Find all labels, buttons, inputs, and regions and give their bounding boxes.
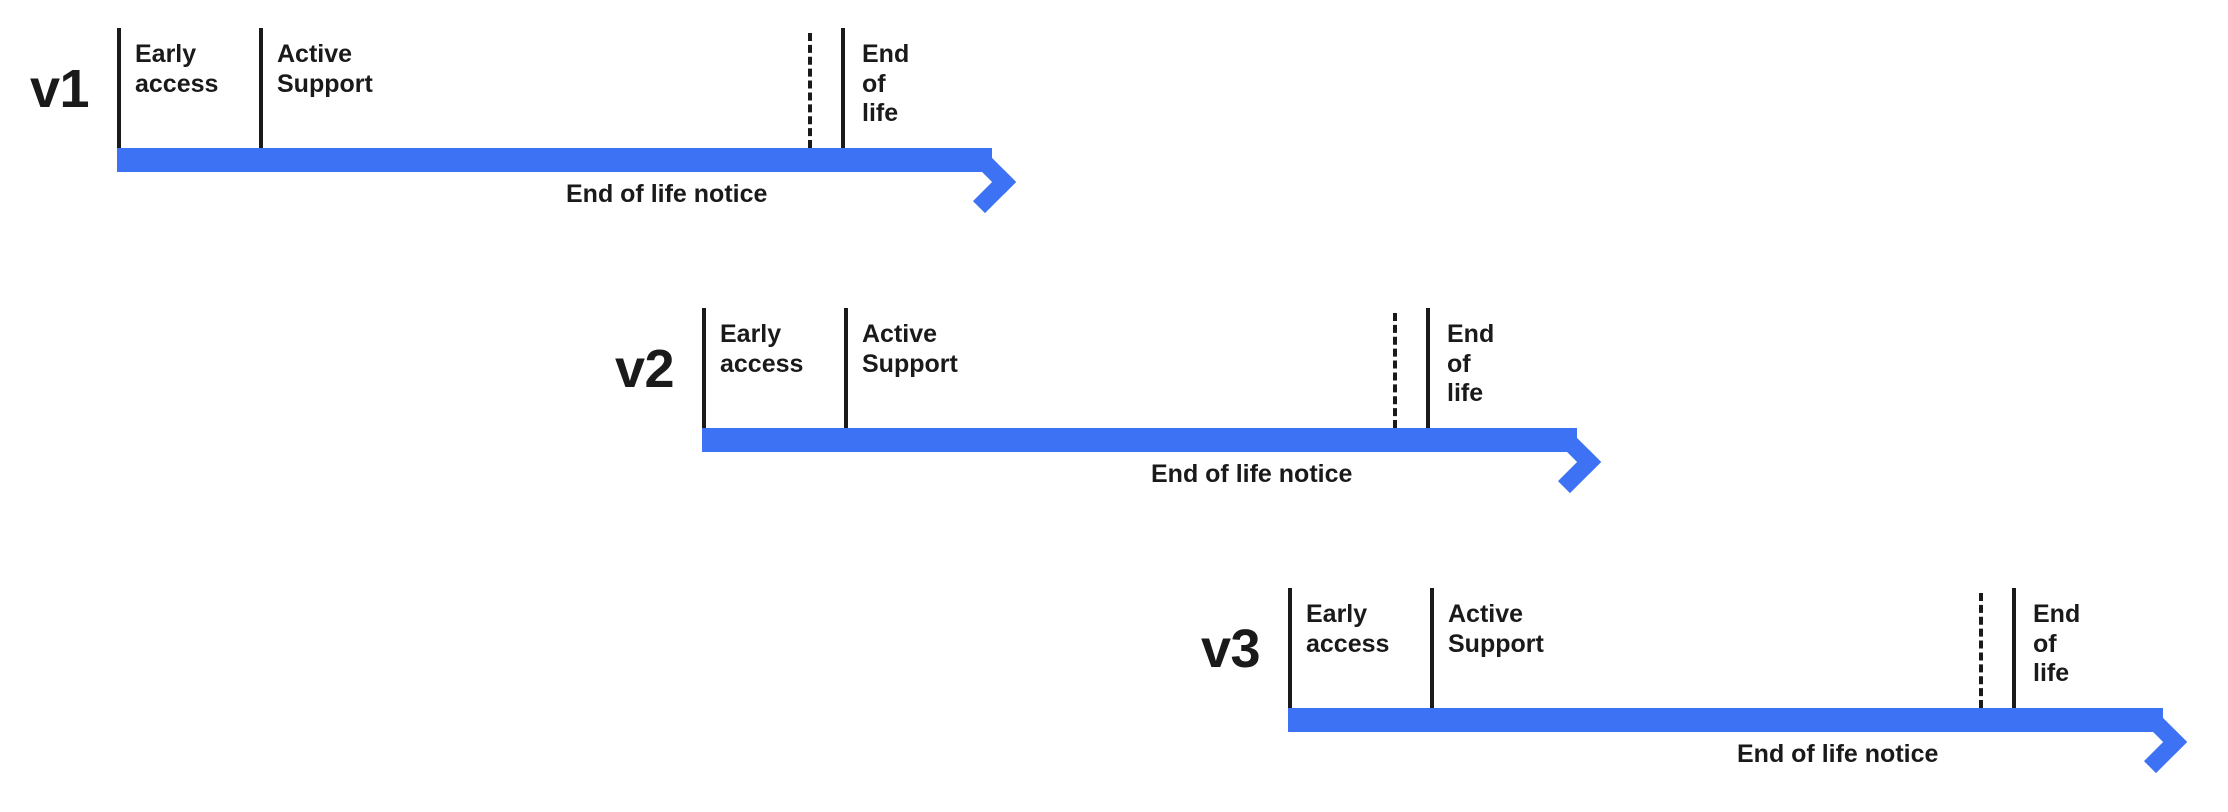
phase-label-end-of-life-v1: End of life: [862, 40, 910, 127]
notice-label-v2: End of life notice: [1151, 460, 1353, 488]
phase-label-active-support-v1: Active Support: [277, 40, 373, 98]
lifecycle-bar-v2: [702, 428, 1577, 452]
divider-early-access-start-v2: [702, 308, 706, 428]
version-label-v3: v3: [1201, 619, 1261, 679]
divider-active-support-start-v3: [1430, 588, 1434, 708]
lifecycle-bar-v3: [1288, 708, 2163, 732]
lifecycle-bar-v1: [117, 148, 992, 172]
divider-active-support-start-v2: [844, 308, 848, 428]
phase-label-end-of-life-v2: End of life: [1447, 320, 1495, 407]
divider-end-of-life-notice-v3: [1979, 593, 1983, 708]
phase-label-end-of-life-v3: End of life: [2033, 600, 2081, 687]
divider-end-of-life-start-v2: [1426, 308, 1430, 428]
phase-label-active-support-v3: Active Support: [1448, 600, 1544, 658]
version-label-v1: v1: [30, 59, 90, 119]
phase-label-early-access-v2: Early access: [720, 320, 804, 378]
notice-label-v1: End of life notice: [566, 180, 768, 208]
divider-end-of-life-start-v1: [841, 28, 845, 148]
phase-label-active-support-v2: Active Support: [862, 320, 958, 378]
phase-label-early-access-v1: Early access: [135, 40, 219, 98]
version-label-v2: v2: [615, 339, 675, 399]
divider-early-access-start-v1: [117, 28, 121, 148]
divider-active-support-start-v1: [259, 28, 263, 148]
divider-end-of-life-notice-v2: [1393, 313, 1397, 428]
divider-end-of-life-notice-v1: [808, 33, 812, 148]
divider-end-of-life-start-v3: [2012, 588, 2016, 708]
phase-label-early-access-v3: Early access: [1306, 600, 1390, 658]
divider-early-access-start-v3: [1288, 588, 1292, 708]
notice-label-v3: End of life notice: [1737, 740, 1939, 768]
